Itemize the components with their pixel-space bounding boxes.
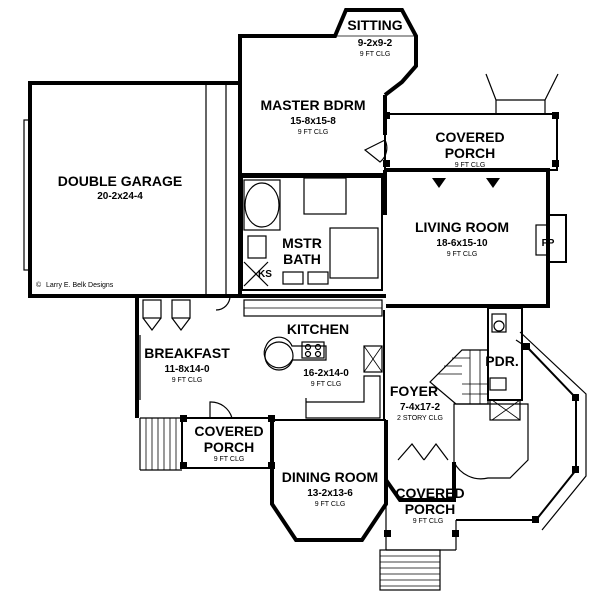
sitting-dims: 9-2x9-2 — [358, 38, 393, 49]
dining-room-walls — [270, 419, 388, 542]
porch-top-ceiling: 9 FT CLG — [455, 162, 486, 169]
foyer-dims: 7-4x17-2 — [400, 402, 440, 413]
porch-top-name: COVERED — [435, 129, 504, 145]
dining-room-name: DINING ROOM — [282, 469, 378, 485]
porch-left-name: COVERED — [194, 423, 263, 439]
foyer-name: FOYER — [390, 383, 438, 399]
master-bath-name: MSTR — [282, 235, 322, 251]
garage-walls — [23, 81, 242, 298]
fireplace-label: FP — [542, 238, 555, 249]
sitting-name: SITTING — [347, 17, 402, 33]
master-suite-walls — [238, 8, 418, 177]
living-room-dims: 18-6x15-10 — [436, 238, 488, 249]
powder-room-walls — [487, 307, 523, 421]
living-room-ceiling: 9 FT CLG — [447, 251, 478, 258]
master-bedroom-name: MASTER BDRM — [261, 97, 366, 113]
master-bath-walls — [241, 176, 383, 291]
porch-front-name: COVERED — [395, 485, 464, 501]
kitchen-dims: 16-2x14-0 — [303, 368, 349, 379]
breakfast-walls — [135, 294, 240, 418]
wraparound-porch — [456, 331, 587, 531]
breakfast-dims: 11-8x14-0 — [164, 364, 209, 375]
kitchen-structure — [240, 294, 386, 420]
porch-top-name2: PORCH — [445, 145, 496, 161]
porch-front-structure — [379, 504, 459, 591]
foyer-structure — [384, 349, 529, 502]
copyright-text: Larry E. Belk Designs — [46, 282, 114, 289]
breakfast-ceiling: 9 FT CLG — [172, 377, 203, 384]
copyright-symbol: © — [36, 281, 42, 289]
master-bath-name2: BATH — [283, 251, 321, 267]
garage-dims: 20-2x24-4 — [97, 191, 143, 202]
garage-name: DOUBLE GARAGE — [58, 173, 182, 189]
closet-ks-label: KS — [258, 269, 272, 280]
dining-room-ceiling: 9 FT CLG — [315, 501, 346, 508]
master-bedroom-dims: 15-8x15-8 — [290, 116, 336, 127]
porch-front-name2: PORCH — [405, 501, 456, 517]
dining-room-dims: 13-2x13-6 — [307, 488, 353, 499]
kitchen-ceiling: 9 FT CLG — [311, 381, 342, 388]
porch-left-ceiling: 9 FT CLG — [214, 456, 245, 463]
powder-room-name: PDR. — [485, 353, 518, 369]
living-room-name: LIVING ROOM — [415, 219, 509, 235]
foyer-ceiling: 2 STORY CLG — [397, 415, 443, 422]
living-room-walls — [383, 168, 567, 308]
porch-left-name2: PORCH — [204, 439, 255, 455]
porch-front-ceiling: 9 FT CLG — [413, 518, 444, 525]
porch-top-structure — [383, 73, 559, 188]
breakfast-name: BREAKFAST — [144, 345, 230, 361]
sitting-ceiling: 9 FT CLG — [360, 51, 391, 58]
master-bedroom-ceiling: 9 FT CLG — [298, 129, 329, 136]
kitchen-name: KITCHEN — [287, 321, 349, 337]
